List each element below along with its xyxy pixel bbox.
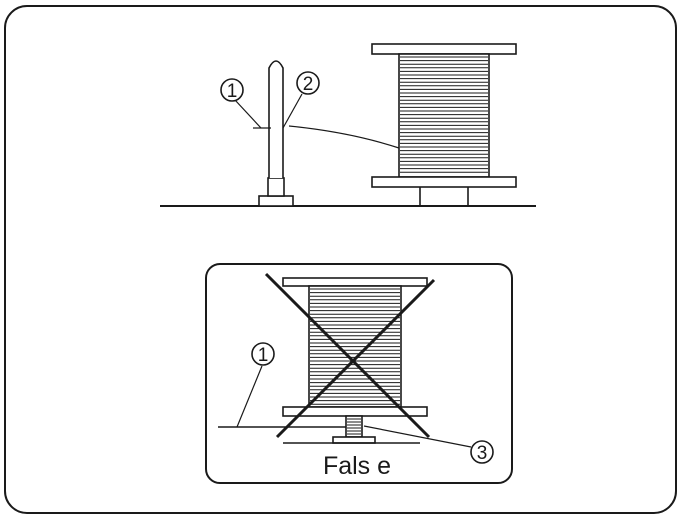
stand-lines [347,418,361,435]
top-diagram: 1 2 [160,43,536,207]
callout-2-label: 2 [303,74,314,95]
top-thread-spool [371,43,517,206]
thread-winding-lines [400,56,488,173]
cross-mark-line-1 [264,272,431,439]
thread-line [288,125,400,149]
callout-1-label: 1 [227,81,238,102]
callout-1-top: 1 [220,78,262,129]
bottom-diagram: 1 3 Fals e [205,263,513,484]
thread-guide-post [258,60,294,207]
cross-mark-line-2 [275,278,436,439]
callout-2-top: 2 [282,71,320,129]
callout-1-bottom: 1 [236,342,275,428]
callout-3-label: 3 [477,443,488,464]
thread-winding-lines [310,288,400,405]
callout-1-label: 1 [258,345,269,366]
bottom-thread-spool [282,277,428,444]
callout-3-bottom: 3 [363,425,494,464]
false-caption: Fals e [323,452,391,480]
